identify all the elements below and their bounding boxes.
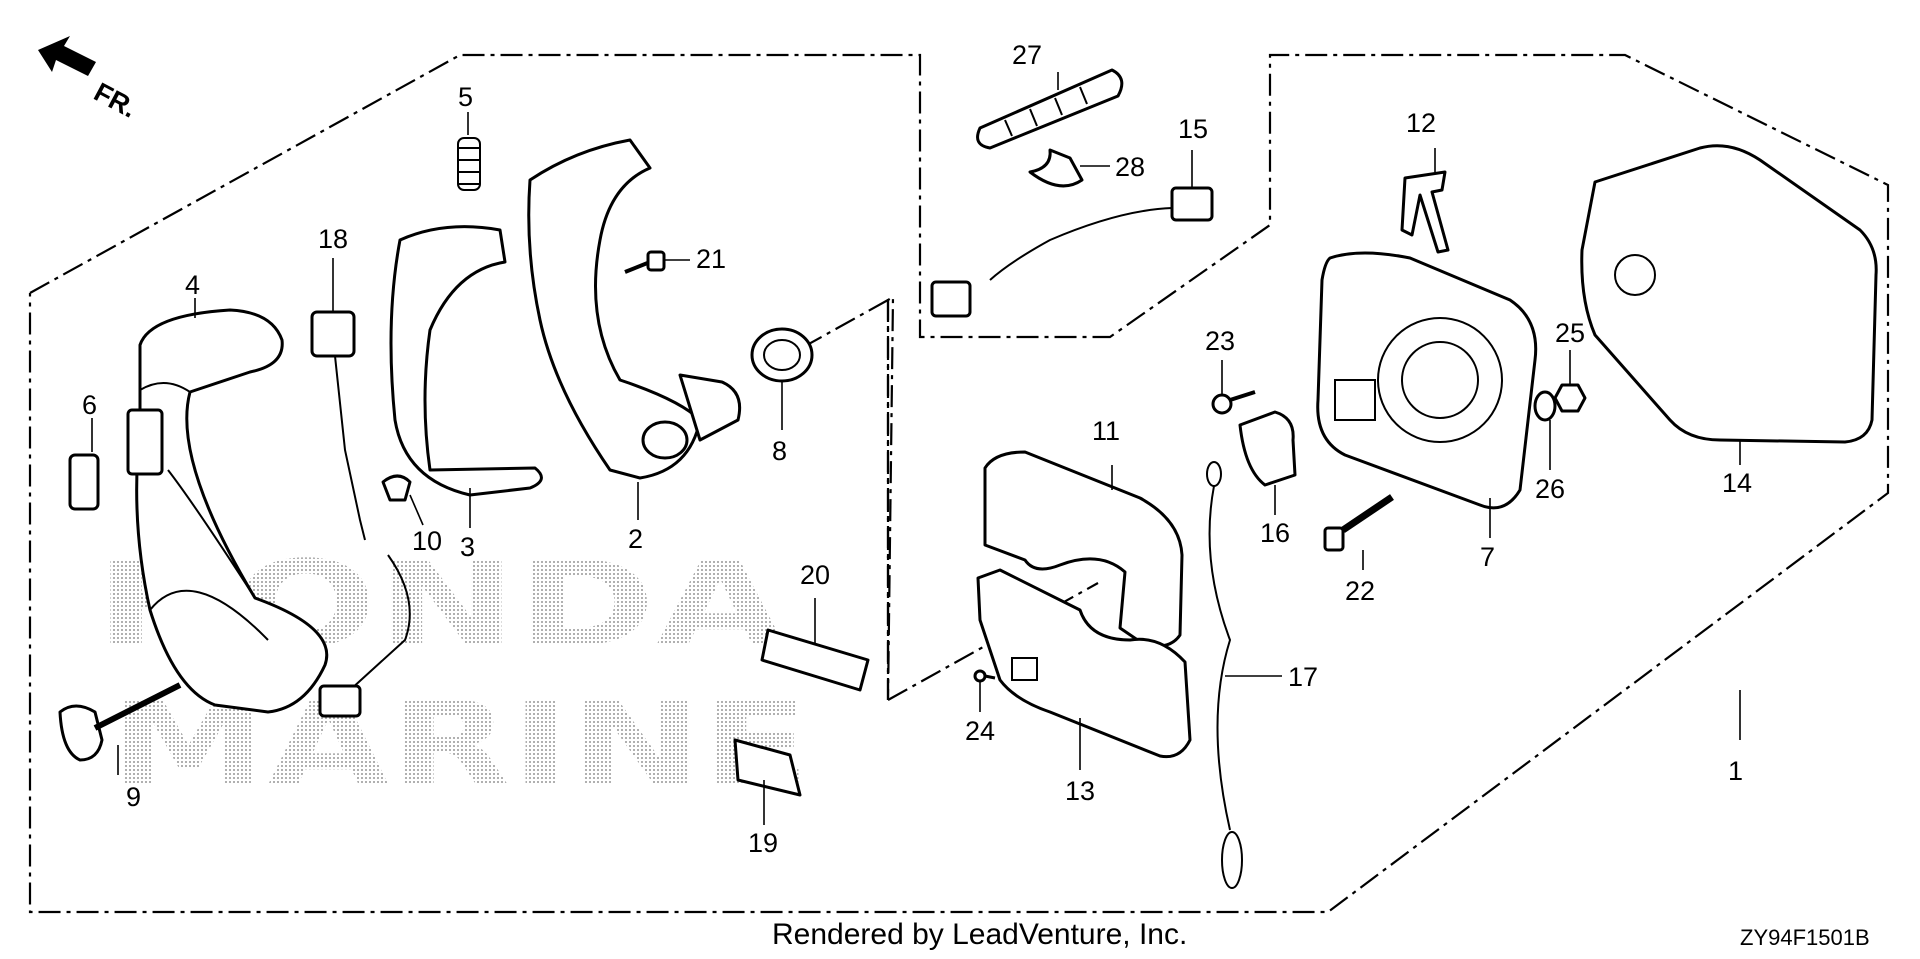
- part-screw-23: [1211, 390, 1256, 415]
- part-clip-28: [1028, 148, 1084, 188]
- part-handle-bracket-2: [527, 138, 742, 480]
- callout-1: 1: [1728, 756, 1743, 786]
- assembly-outline: [28, 53, 1890, 914]
- callout-11: 11: [1092, 416, 1120, 446]
- callout-18: 18: [318, 224, 348, 254]
- callout-23: 23: [1205, 326, 1235, 356]
- direction-arrow: FR.: [38, 36, 142, 124]
- callout-13: 13: [1065, 776, 1095, 806]
- part-handle-grip: [126, 308, 329, 714]
- diagram-code: ZY94F1501B: [1740, 925, 1870, 950]
- footer-credit: Rendered by LeadVenture, Inc.: [772, 918, 1188, 951]
- callout-3: 3: [460, 532, 475, 562]
- callout-9: 9: [126, 782, 141, 812]
- part-handle-side-3: [389, 225, 543, 497]
- callout-26: 26: [1535, 474, 1565, 504]
- part-bolt-22: [1323, 494, 1394, 552]
- part-screw-21: [624, 250, 666, 274]
- part-plate-6: [68, 453, 100, 511]
- part-washer-26: [1533, 390, 1557, 422]
- direction-label: FR.: [89, 77, 141, 124]
- callout-20: 20: [800, 560, 830, 590]
- callout-12: 12: [1406, 108, 1436, 138]
- part-nut-25: [1553, 383, 1587, 413]
- callout-14: 14: [1722, 468, 1752, 498]
- callout-22: 22: [1345, 576, 1375, 606]
- callout-28: 28: [1115, 152, 1145, 182]
- part-spring-5: [457, 137, 481, 191]
- callout-17: 17: [1288, 662, 1318, 692]
- callout-21: 21: [696, 244, 726, 274]
- part-cover-half-13: [976, 568, 1192, 759]
- callout-7: 7: [1480, 542, 1495, 572]
- part-key-9: [58, 682, 182, 762]
- callout-16: 16: [1260, 518, 1290, 548]
- callout-2: 2: [628, 524, 643, 554]
- callout-24: 24: [965, 716, 995, 746]
- inner-divider-3: [779, 299, 889, 361]
- part-clip-12: [1400, 170, 1450, 254]
- part-tube-27: [976, 68, 1124, 150]
- callout-8: 8: [772, 436, 787, 466]
- callout-27: 27: [1012, 40, 1042, 70]
- part-clip-10: [381, 474, 412, 502]
- callout-6: 6: [82, 390, 97, 420]
- part-sticker-19: [733, 738, 802, 797]
- part-control-body-7: [1316, 251, 1538, 510]
- callout-25: 25: [1555, 318, 1585, 348]
- callout-15: 15: [1178, 114, 1208, 144]
- part-clamp-8-inner: [763, 339, 801, 371]
- callout-4: 4: [185, 270, 200, 300]
- callout-10: 10: [412, 526, 442, 556]
- leader-lines: [91, 72, 1741, 825]
- part-harness-15: [930, 186, 1214, 318]
- part-lanyard-17: [1206, 461, 1243, 889]
- part-cover-14: [1580, 144, 1878, 444]
- callout-5: 5: [458, 82, 473, 112]
- callout-19: 19: [748, 828, 778, 858]
- part-switch-16: [1238, 410, 1297, 487]
- part-screw-24: [973, 669, 996, 683]
- part-clamp-8: [750, 327, 814, 383]
- part-switch-18: [310, 310, 411, 718]
- part-sticker-20: [760, 628, 870, 692]
- callout-labels: 1 2 3 4 5 6 7 8 9 10 11 12 13 14 15 16 1…: [82, 40, 1752, 858]
